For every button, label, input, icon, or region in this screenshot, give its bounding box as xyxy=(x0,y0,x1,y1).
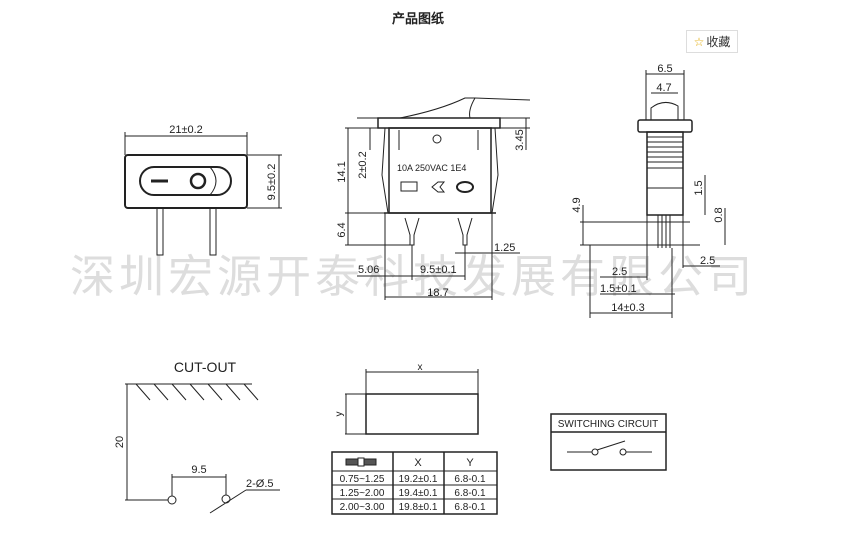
dim-height: 9.5±0.2 xyxy=(266,164,278,201)
cutout-view: CUT-OUT 20 9.5 2-Ø.5 xyxy=(114,359,280,514)
table-cell: 6.8-0.1 xyxy=(454,488,486,499)
switching-circuit: SWITCHING CIRCUIT xyxy=(550,413,667,471)
table-cell: 19.4±0.1 xyxy=(399,488,438,499)
header-x: X xyxy=(414,457,422,469)
main-view: 10A 250VAC 1E4 14.1 2±0.2 6.4 3.45 1.25 … xyxy=(336,97,531,300)
dim-depth: 14±0.3 xyxy=(611,302,645,314)
dim-l25: 2.5 xyxy=(612,266,627,278)
dim-total-height: 14.1 xyxy=(336,161,348,182)
side-view: 6.5 4.7 4.9 1.5 0.8 2.5 2.5 1.5±0.1 14±0… xyxy=(571,63,726,318)
dim-pin-width: 1.25 xyxy=(494,242,515,254)
dim-h15: 1.5 xyxy=(693,180,705,195)
dim-height: 20 xyxy=(114,436,126,448)
header-y: Y xyxy=(466,457,474,469)
star-icon: ☆ xyxy=(693,34,705,49)
dim-flange: 2±0.2 xyxy=(357,151,369,178)
dim-width: 21±0.2 xyxy=(169,124,203,136)
dim-pin-length: 6.4 xyxy=(336,222,348,237)
dim-pitch: 9.5±0.1 xyxy=(420,264,457,276)
table-cell: 0.75~1.25 xyxy=(340,474,385,485)
table-cell: 19.2±0.1 xyxy=(399,474,438,485)
y-label: y xyxy=(334,412,345,417)
collect-button[interactable]: ☆ 收藏 xyxy=(686,30,738,53)
dimension-table: X Y 0.75~1.25 19.2±0.1 6.8-0.1 1.25~2.00… xyxy=(331,451,498,515)
table-cell: 2.00~3.00 xyxy=(340,502,385,513)
cert-logo xyxy=(400,181,418,192)
vde-logo xyxy=(456,181,474,193)
dim-offset: 5.06 xyxy=(358,264,379,276)
dim-top: 3.45 xyxy=(514,129,526,150)
table-cell: 1.25~2.00 xyxy=(340,488,385,499)
cutout-title: CUT-OUT xyxy=(174,359,237,375)
table-cell: 6.8-0.1 xyxy=(454,474,486,485)
x-label: x xyxy=(418,362,423,373)
dim-h08: 0.8 xyxy=(713,207,725,222)
dim-r25: 2.5 xyxy=(700,255,715,267)
dim-pitch: 9.5 xyxy=(191,464,206,476)
panel-dimension-view: x y xyxy=(334,362,479,435)
table-cell: 6.8-0.1 xyxy=(454,502,486,513)
table-cell: 19.8±0.1 xyxy=(399,502,438,513)
ccc-logo xyxy=(431,181,446,193)
front-view: 21±0.2 9.5±0.2 xyxy=(124,124,282,256)
page-title: 产品图纸 xyxy=(392,11,445,26)
rating-label: 10A 250VAC 1E4 xyxy=(397,163,466,173)
dim-width: 6.5 xyxy=(657,63,672,75)
dim-rocker: 4.7 xyxy=(656,82,671,94)
collect-label: 收藏 xyxy=(706,35,731,49)
circuit-title: SWITCHING CIRCUIT xyxy=(558,419,659,430)
dim-width: 18.7 xyxy=(427,287,448,299)
dim-h49: 4.9 xyxy=(571,197,583,212)
dim-pin: 1.5±0.1 xyxy=(600,283,637,295)
holes-label: 2-Ø.5 xyxy=(246,478,274,490)
switch-symbol xyxy=(567,440,652,456)
